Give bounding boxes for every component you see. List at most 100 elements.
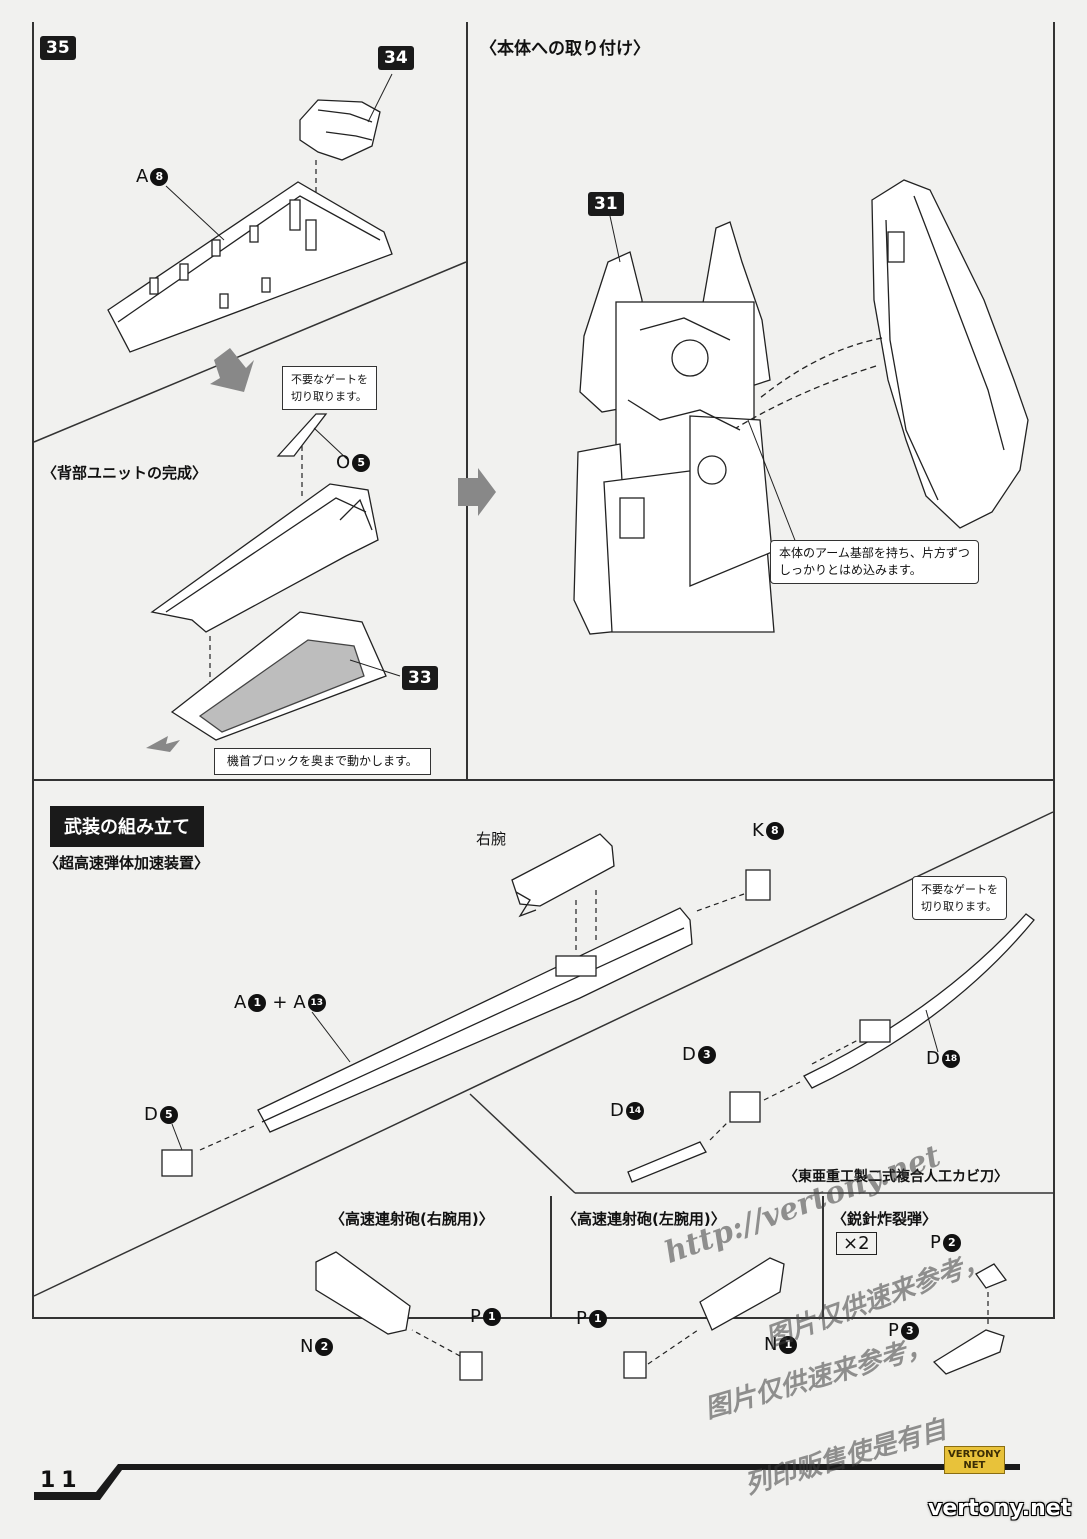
part-letter: N	[300, 1336, 314, 1357]
back-unit-heading: 〈背部ユニットの完成〉	[42, 464, 208, 482]
cannon-divider-2	[822, 1196, 824, 1317]
right-arm-drawing	[511, 833, 615, 918]
part-number: 5	[159, 1105, 178, 1124]
part-number: 8	[150, 167, 169, 186]
gate-note-line2: 切り取ります。	[291, 390, 367, 403]
part-letter: P	[470, 1306, 481, 1327]
cannon-left-drawing	[623, 1257, 785, 1379]
part-33-badge: 33	[402, 666, 438, 690]
footer-band	[34, 1464, 1020, 1500]
gate-note-callout: 不要なゲートを 切り取ります。	[282, 366, 377, 410]
right-arm-label: 右腕	[476, 830, 507, 848]
logo-line2: NET	[963, 1460, 986, 1471]
nose-block-note: 機首ブロックを奥まで動かします。	[214, 748, 431, 775]
robot-body-drawing	[573, 221, 775, 635]
part-letter: P	[930, 1232, 941, 1253]
part-number: 8	[765, 821, 784, 840]
proceed-arrow	[458, 468, 496, 516]
bottom-border	[32, 1317, 1055, 1319]
part-number: 18	[941, 1049, 960, 1068]
part-letter: D	[682, 1044, 696, 1065]
part-letter: K	[752, 820, 764, 841]
cannon-right-drawing	[315, 1251, 483, 1381]
part-letter: A	[234, 992, 247, 1013]
attach-heading: 〈本体への取り付け〉	[480, 39, 650, 59]
vertony-logo: VERTONY NET	[944, 1446, 1005, 1474]
gate-note-line2: 切り取ります。	[921, 900, 997, 913]
sword-gate-callout: 不要なゲートを 切り取ります。	[912, 876, 1007, 920]
part-o5-drawing	[276, 413, 328, 457]
cannon-divider-1	[550, 1196, 552, 1317]
part-d5-drawing	[161, 1149, 193, 1177]
arm-note-line1: 本体のアーム基部を持ち、片方ずつ	[779, 546, 970, 560]
part-number: 3	[900, 1321, 919, 1340]
part-letter: N	[764, 1334, 778, 1355]
part-letter: D	[610, 1100, 624, 1121]
arm-note-line2: しっかりとはめ込みます。	[779, 563, 922, 577]
part-number: 13	[307, 993, 326, 1012]
step-number-badge: 35	[40, 36, 76, 60]
site-url: vertony.net	[928, 1496, 1072, 1521]
sword-heading: 〈東亜重工製二式複合人工カビ刀〉	[784, 1169, 1008, 1185]
part-33-drawing	[170, 611, 387, 741]
part-number: 14	[625, 1101, 644, 1120]
gate-note-line1: 不要なゲートを	[921, 883, 998, 896]
part-number: 2	[315, 1337, 334, 1356]
part-letter: P	[576, 1308, 587, 1329]
part-letter: D	[144, 1104, 158, 1125]
logo-line1: VERTONY	[948, 1449, 1001, 1460]
gate-note-line1: 不要なゲートを	[291, 373, 368, 386]
quantity-x2-label: ×2	[836, 1232, 877, 1255]
arm-note-callout: 本体のアーム基部を持ち、片方ずつ しっかりとはめ込みます。	[770, 540, 979, 584]
part-a8-drawing	[107, 181, 393, 353]
rail-drawing	[257, 907, 693, 1133]
back-cover-drawing	[150, 483, 379, 633]
part-letter: O	[336, 452, 351, 473]
plus-sign: +	[272, 992, 288, 1013]
part-34-badge: 34	[378, 46, 414, 70]
part-number: 5	[352, 453, 371, 472]
accelerator-heading: 〈超高速弾体加速装置〉	[44, 854, 210, 872]
page-border-left	[32, 22, 34, 1317]
needle-grenade-heading: 〈鋭針炸裂弾〉	[832, 1210, 938, 1228]
part-number: 1	[482, 1307, 501, 1326]
page-number: 11	[40, 1468, 83, 1493]
cannon-left-heading: 〈高速連射砲(左腕用)〉	[562, 1210, 726, 1228]
part-number: 1	[588, 1309, 607, 1328]
needle-grenade-drawing	[932, 1263, 1008, 1375]
weapons-section-title: 武装の組み立て	[50, 806, 204, 847]
part-number: 1	[248, 993, 267, 1012]
part-k8-drawing	[745, 869, 771, 901]
sword-drawing	[627, 913, 1035, 1183]
part-letter: A	[293, 992, 306, 1013]
push-arrow	[146, 736, 180, 752]
part-letter: P	[888, 1320, 899, 1341]
page-border-right	[1053, 22, 1055, 1317]
section-divider	[32, 779, 1055, 781]
part-number: 1	[779, 1335, 798, 1354]
part-31-badge: 31	[588, 192, 624, 216]
column-divider	[466, 22, 468, 779]
wing-unit-drawing	[871, 179, 1029, 529]
step-arrow	[210, 348, 254, 392]
part-letter: D	[926, 1048, 940, 1069]
part-letter: A	[136, 166, 149, 187]
part-34-drawing	[299, 99, 381, 161]
cannon-right-heading: 〈高速連射砲(右腕用)〉	[330, 1210, 494, 1228]
